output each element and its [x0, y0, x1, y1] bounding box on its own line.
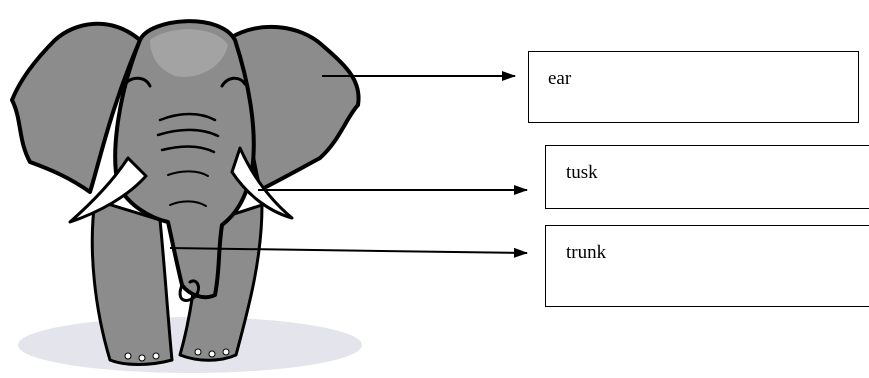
- left-tusk: [68, 156, 148, 224]
- left-ear: [10, 21, 142, 194]
- trunk-curl: [178, 279, 200, 302]
- elephant-illustration: [10, 19, 361, 366]
- trunk-label: trunk: [566, 242, 607, 263]
- tusk-label-box: tusk: [545, 145, 869, 209]
- trunk-label-box: trunk: [545, 225, 869, 307]
- right-tusk: [230, 146, 294, 220]
- right-eye: [220, 76, 247, 88]
- forehead-highlight: [150, 29, 228, 77]
- trunk-arrow: [169, 247, 528, 258]
- ear-label-box: ear: [528, 51, 859, 123]
- left-eye: [123, 76, 152, 88]
- ear-label: ear: [548, 68, 572, 89]
- left-front-leg: [90, 198, 174, 366]
- tusk-label: tusk: [566, 162, 598, 183]
